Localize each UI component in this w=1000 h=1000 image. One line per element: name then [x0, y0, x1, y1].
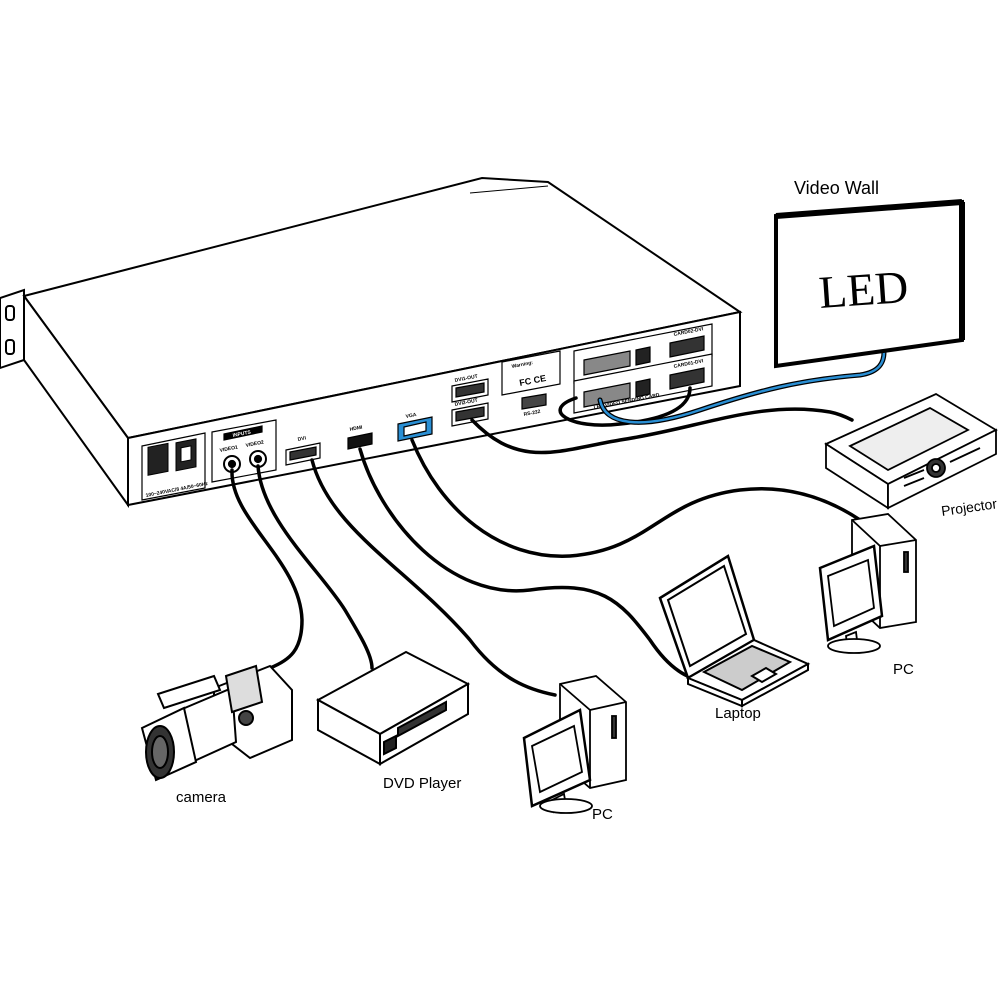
- cable-camera: [230, 468, 304, 670]
- led-label: LED: [817, 261, 910, 318]
- projector: [824, 392, 998, 510]
- pc-right-label: PC: [893, 661, 914, 678]
- hdmi-label: HDMI: [349, 425, 363, 433]
- inputs-label: INPUTS: [232, 429, 252, 439]
- dvi-label: DVI: [297, 435, 307, 443]
- cable-pc-center: [310, 458, 557, 697]
- power-inlet: [147, 442, 169, 476]
- power-module: [141, 432, 206, 501]
- dvd-player-label: DVD Player: [383, 775, 461, 792]
- card1-label: CARD01-DVI: [673, 358, 704, 370]
- video1-label: VIDEO1: [219, 445, 238, 454]
- dvi1-out-label: DVI1-OUT: [454, 374, 478, 384]
- cables: [230, 349, 887, 697]
- vga-label: VGA: [405, 412, 417, 420]
- warning-label: Warning:: [511, 360, 534, 370]
- led-video-wall: [774, 199, 965, 369]
- cable-pc-right: [410, 438, 862, 558]
- rack-ear: [0, 288, 25, 370]
- cable-led-wall-inner: [598, 350, 886, 424]
- output-ports: [451, 323, 713, 427]
- cable-loop: [558, 386, 692, 427]
- dvd-player: [315, 650, 471, 766]
- dvi2-out-label: DVI2-OUT: [454, 398, 478, 408]
- video-wall-label: Video Wall: [794, 178, 879, 198]
- rs232-label: RS-232: [523, 409, 541, 418]
- projector-label: Projector: [940, 495, 998, 519]
- pc-center-label: PC: [592, 806, 613, 823]
- camera: [140, 664, 293, 782]
- hdmi-port: [347, 432, 373, 450]
- card2-label: CARD02-DVI: [673, 326, 704, 338]
- rs232-port: [521, 393, 547, 410]
- video2-label: VIDEO2: [245, 440, 264, 449]
- inputs-box: [211, 419, 277, 483]
- laptop: [658, 554, 811, 708]
- warning-plate: [501, 350, 561, 396]
- cable-laptop: [358, 447, 702, 680]
- cable-dvd: [256, 464, 374, 670]
- cable-projector: [470, 407, 854, 455]
- camera-label: camera: [176, 789, 227, 806]
- pc-center: [522, 675, 627, 814]
- laptop-label: Laptop: [715, 705, 761, 722]
- pc-right: [818, 513, 917, 654]
